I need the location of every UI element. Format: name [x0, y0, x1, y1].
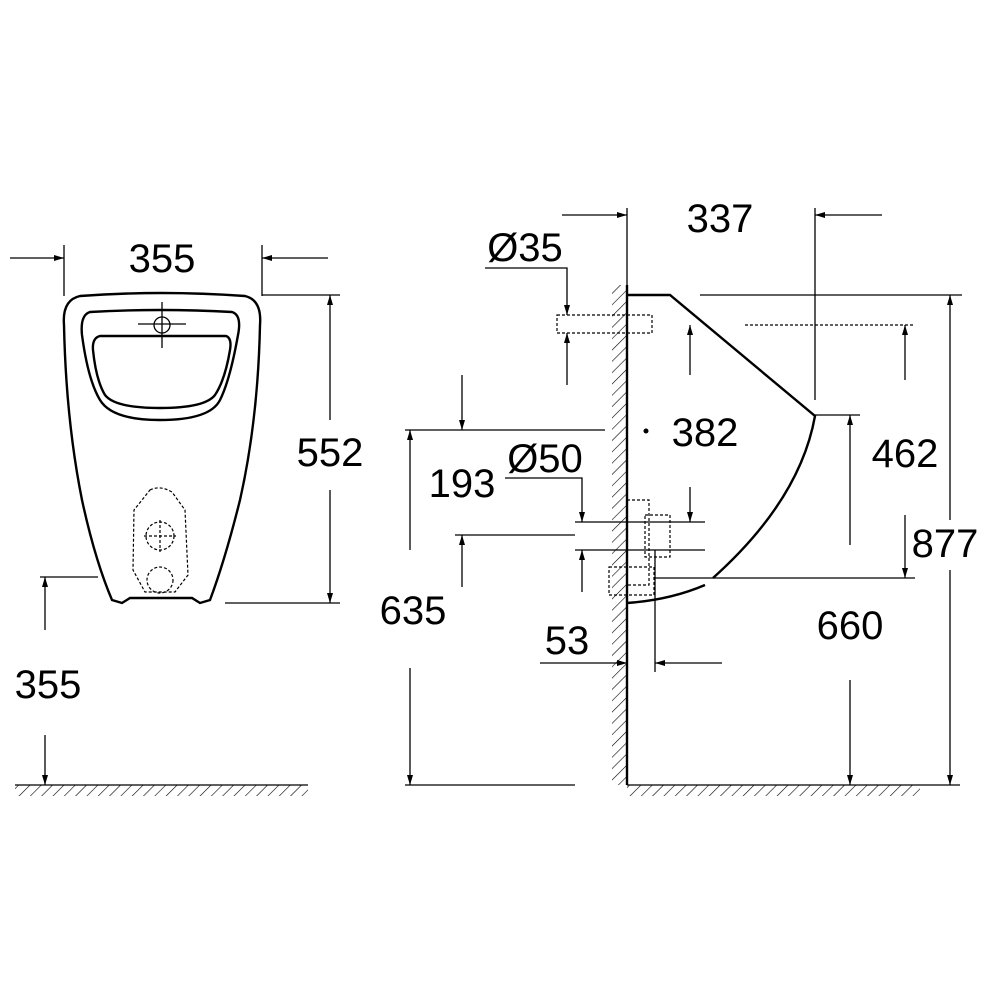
- center-mark-icon: [643, 428, 649, 434]
- rim-height-label: 462: [872, 432, 939, 476]
- side-view: 337 Ø35 382 462 877 193 Ø50: [380, 197, 979, 796]
- outlet-spacing-label: 193: [429, 462, 496, 506]
- depth-label: 337: [687, 197, 754, 241]
- outlet-diameter-label: Ø50: [507, 437, 583, 481]
- outlet-projection-label: 53: [545, 619, 590, 663]
- front-width-label: 355: [129, 237, 196, 281]
- total-height-label: 877: [912, 522, 979, 566]
- floor-hatch: [15, 785, 308, 796]
- urinal-bowl: [91, 334, 232, 410]
- outlet-zone-outline: [132, 487, 189, 593]
- mount-height-label: 355: [15, 663, 82, 707]
- inlet-diameter-label: Ø35: [487, 226, 563, 270]
- urinal-front-outline: [62, 291, 262, 605]
- front-height-label: 552: [297, 431, 364, 475]
- urinal-rim: [80, 308, 241, 422]
- front-view: 355 552 355: [10, 237, 363, 796]
- outlet-height-label: 635: [380, 589, 447, 633]
- inlet-offset-label: 382: [672, 411, 739, 455]
- bottom-height-label: 660: [817, 604, 884, 648]
- urinal-side-profile: [627, 293, 817, 579]
- wall-hatch: [612, 285, 627, 785]
